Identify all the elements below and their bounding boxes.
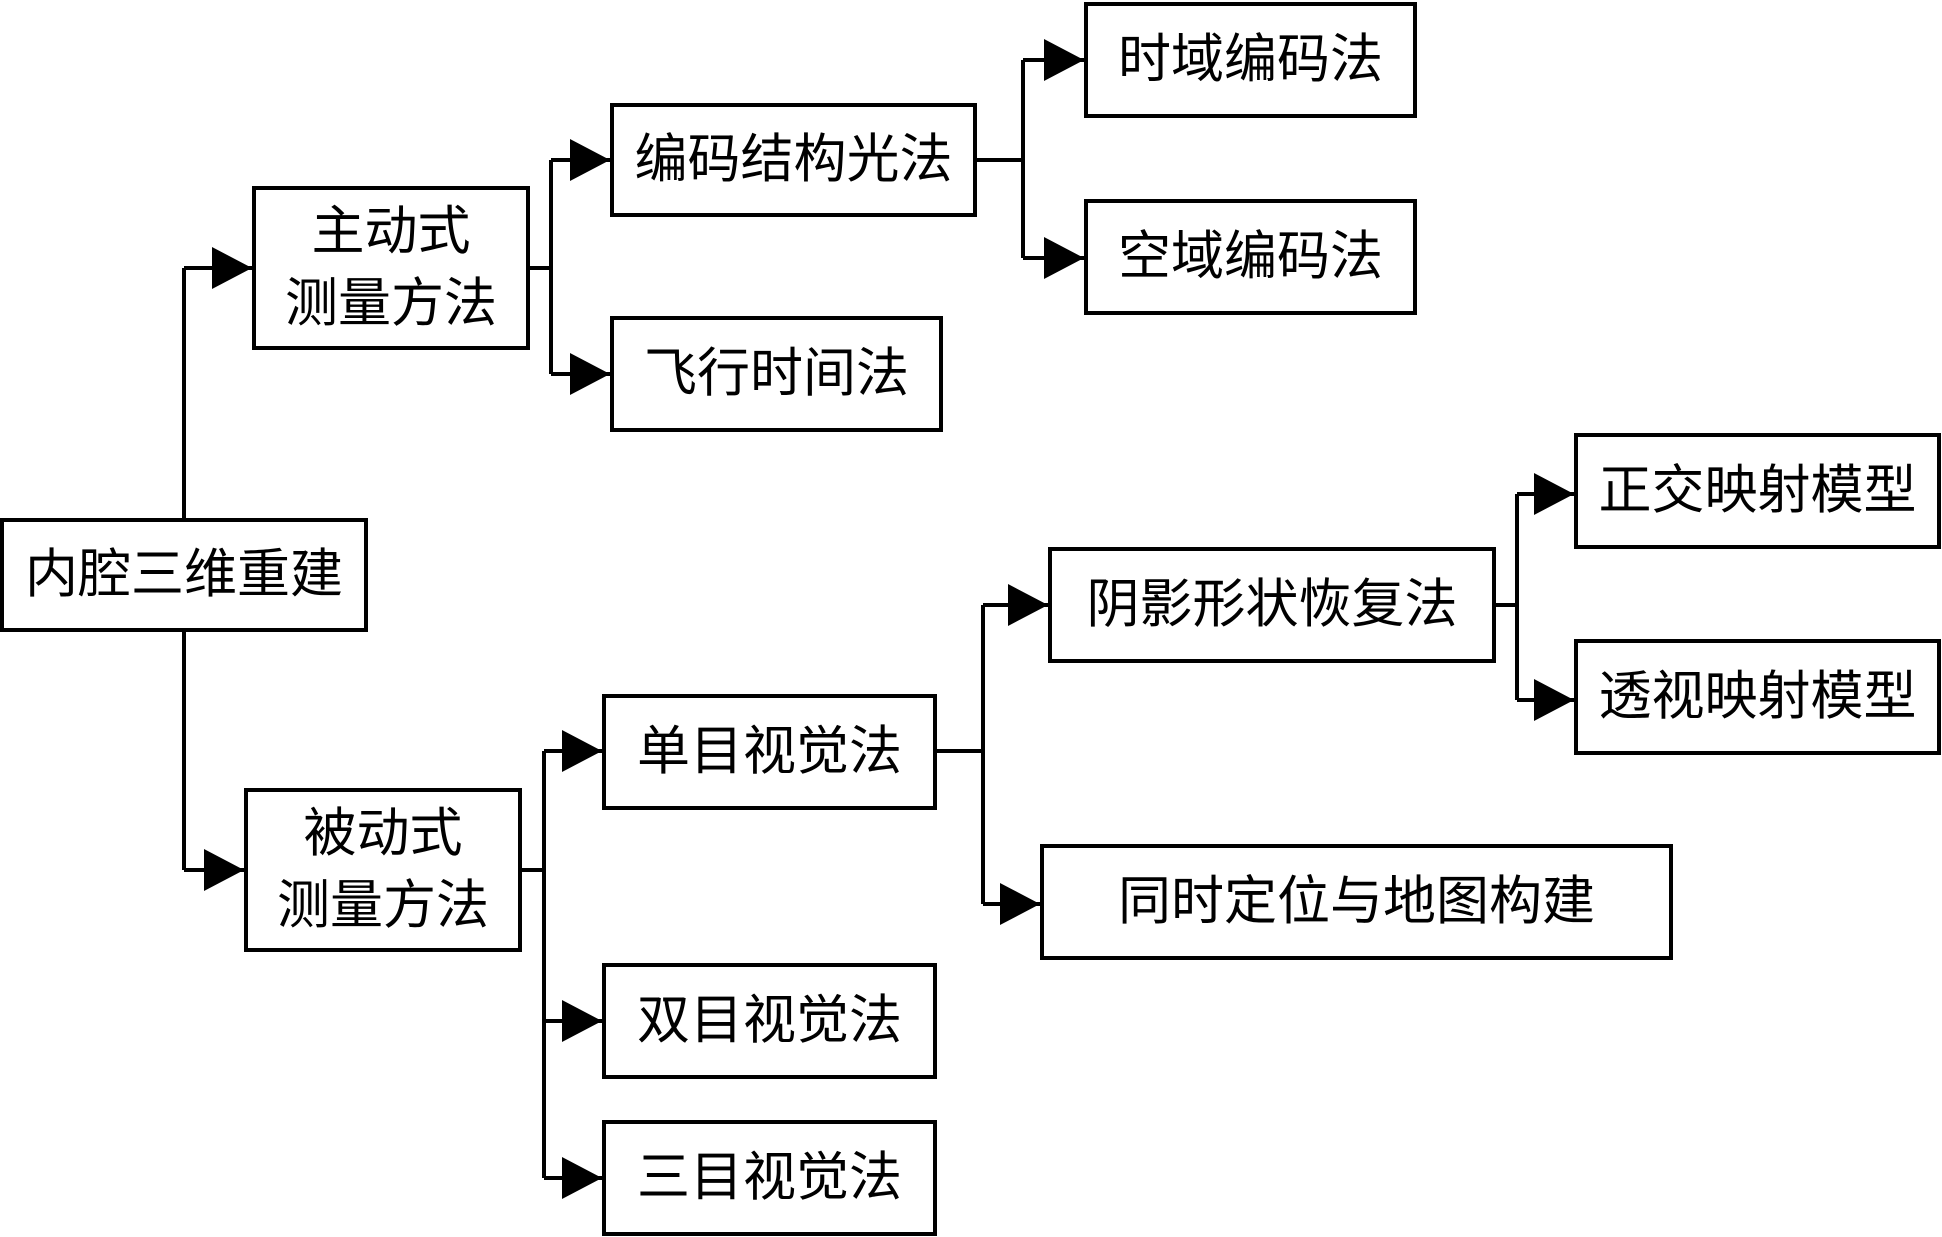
- node-monocular-vision: 单目视觉法: [602, 694, 937, 810]
- node-coded-structured-light-label: 编码结构光法: [634, 129, 953, 190]
- node-trinocular-vision-label: 三目视觉法: [637, 1147, 902, 1208]
- edge-mono-trunk: [937, 605, 985, 904]
- node-space-domain-coding: 空域编码法: [1084, 199, 1417, 315]
- node-shape-from-shading-label: 阴影形状恢复法: [1086, 574, 1458, 635]
- node-time-domain-coding-label: 时域编码法: [1118, 29, 1383, 90]
- node-orthographic-model: 正交映射模型: [1574, 433, 1941, 549]
- node-root: 内腔三维重建: [0, 518, 368, 632]
- node-time-of-flight-label: 飞行时间法: [644, 343, 909, 404]
- arrowhead: [1000, 883, 1040, 925]
- arrowhead: [570, 353, 610, 395]
- node-passive-measurement: 被动式 测量方法: [244, 788, 522, 952]
- arrowhead: [570, 139, 610, 181]
- arrowhead: [562, 730, 602, 772]
- arrowhead: [562, 1157, 602, 1199]
- edge-active-trunk: [530, 160, 553, 374]
- arrowhead: [1044, 237, 1084, 279]
- node-time-domain-coding: 时域编码法: [1084, 2, 1417, 118]
- arrowhead: [1534, 473, 1574, 515]
- node-active-line-2: 测量方法: [285, 273, 497, 334]
- node-shape-from-shading: 阴影形状恢复法: [1048, 547, 1496, 663]
- node-perspective-model-label: 透视映射模型: [1598, 666, 1917, 727]
- edge-sfs-trunk: [1496, 494, 1519, 700]
- node-orthographic-model-label: 正交映射模型: [1598, 460, 1917, 521]
- node-space-domain-coding-label: 空域编码法: [1118, 226, 1383, 287]
- node-passive-line-1: 被动式: [303, 803, 463, 864]
- arrowhead: [204, 849, 244, 891]
- arrowhead: [1534, 679, 1574, 721]
- arrowhead: [1044, 39, 1084, 81]
- node-coded-structured-light: 编码结构光法: [610, 103, 977, 217]
- node-trinocular-vision: 三目视觉法: [602, 1120, 937, 1236]
- node-binocular-vision-label: 双目视觉法: [637, 990, 902, 1051]
- node-root-label: 内腔三维重建: [25, 544, 343, 605]
- node-active-measurement: 主动式 测量方法: [252, 186, 530, 350]
- node-binocular-vision: 双目视觉法: [602, 963, 937, 1079]
- arrowhead: [1008, 584, 1048, 626]
- node-slam-label: 同时定位与地图构建: [1118, 871, 1595, 932]
- edge-passive-trunk: [522, 751, 546, 1178]
- arrowhead: [212, 247, 252, 289]
- arrowhead: [562, 1000, 602, 1042]
- node-monocular-vision-label: 单目视觉法: [637, 721, 902, 782]
- node-active-line-1: 主动式: [311, 201, 471, 262]
- node-time-of-flight: 飞行时间法: [610, 316, 943, 432]
- edge-coded-trunk: [977, 60, 1025, 258]
- node-passive-line-2: 测量方法: [277, 875, 489, 936]
- node-perspective-model: 透视映射模型: [1574, 639, 1941, 755]
- node-slam: 同时定位与地图构建: [1040, 844, 1673, 960]
